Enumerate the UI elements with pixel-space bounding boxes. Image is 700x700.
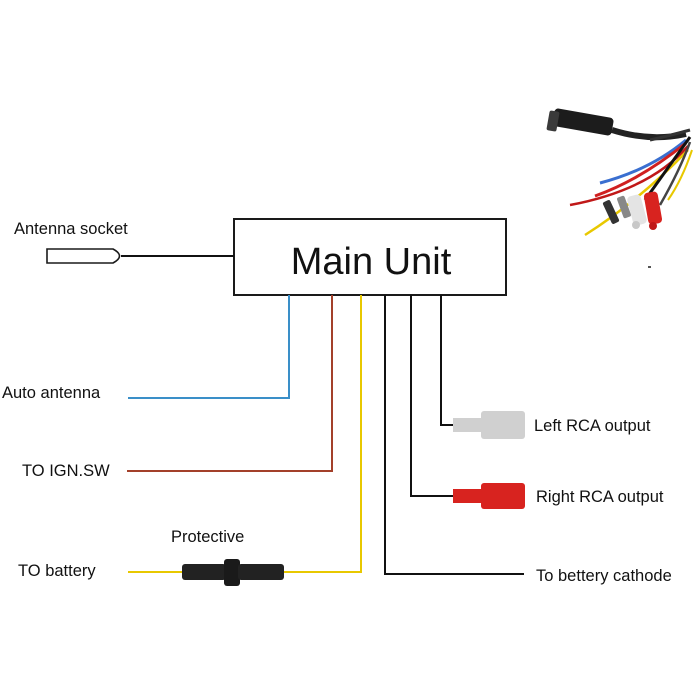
ign-wire [127,295,333,472]
fuse-holder-icon [182,559,284,586]
battery-label: TO battery [18,562,96,580]
main-unit-label: Main Unit [291,241,452,283]
left-rca-wire [440,295,455,426]
right-rca-label: Right RCA output [536,488,664,506]
auto-antenna-label: Auto antenna [2,384,101,402]
left-rca-label: Left RCA output [534,417,651,435]
auto-antenna-wire [128,295,290,399]
battery-cathode-wire [384,295,524,575]
right-rca-wire [410,295,455,497]
ign-sw-label: TO IGN.SW [22,462,110,480]
main-unit-box [233,218,507,296]
antenna-plug-icon [46,248,121,264]
battery-cathode-label: To bettery cathode [536,567,672,585]
rca-plug-white-icon [453,411,525,439]
antenna-socket-label: Antenna socket [14,220,128,238]
protective-label: Protective [171,528,244,546]
rca-plug-red-icon [453,483,525,509]
battery-wire [128,295,362,573]
wiring-harness-photo-icon [546,108,693,268]
